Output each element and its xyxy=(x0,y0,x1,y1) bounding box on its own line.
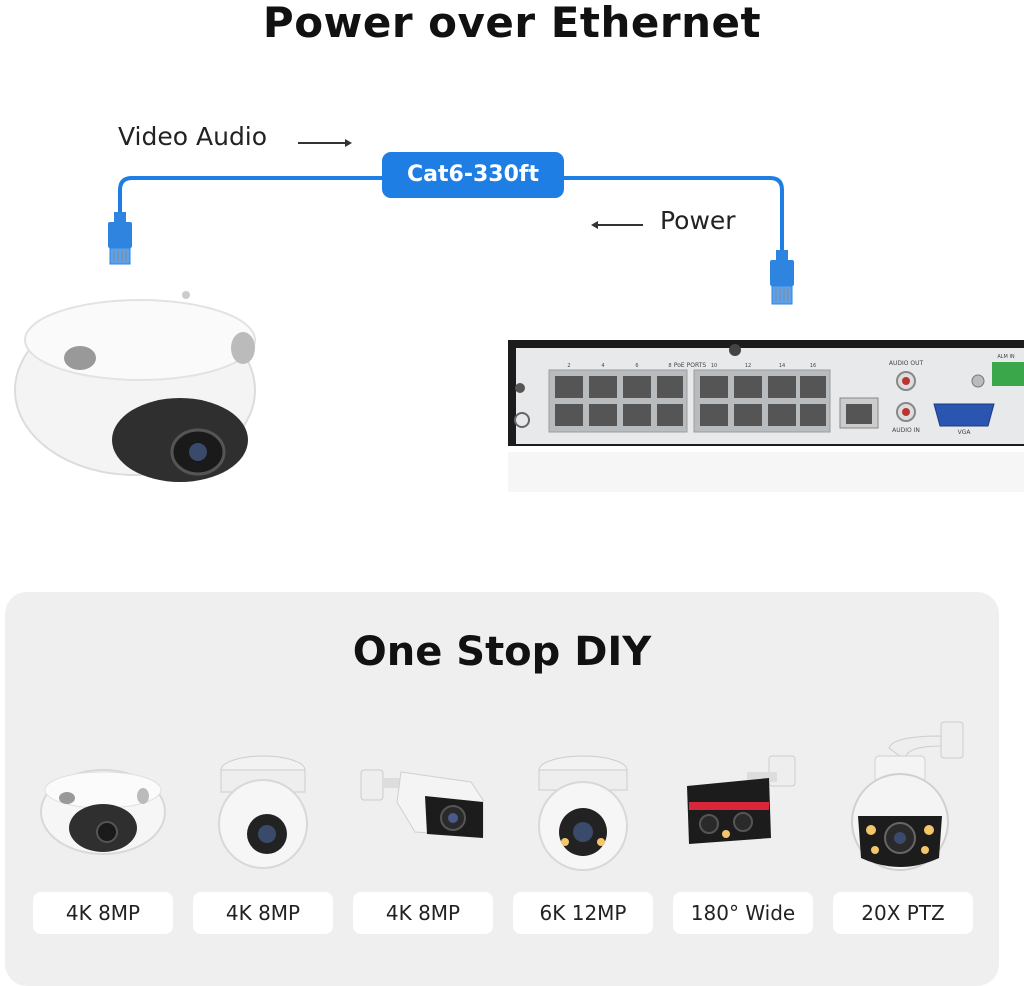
camera-spec-label: 4K 8MP xyxy=(33,892,173,934)
nvr-poe-ports-label: PoE PORTS xyxy=(674,362,707,369)
nvr-port-number: 10 xyxy=(711,363,717,369)
camera-spec-label: 20X PTZ xyxy=(833,892,973,934)
camera-spec-label: 4K 8MP xyxy=(353,892,493,934)
camera-spec-label: 6K 12MP xyxy=(513,892,653,934)
camera-spec-label: 180° Wide xyxy=(673,892,813,934)
ptz-camera-icon xyxy=(851,721,964,871)
camera-spec-label: 4K 8MP xyxy=(193,892,333,934)
nvr-audio-out-label: AUDIO OUT xyxy=(889,360,924,367)
nvr-port-number: 6 xyxy=(635,363,638,369)
nvr-port-number: 8 xyxy=(668,363,671,369)
poe-diagram: PoE PORTS 2 4 6 8 10 12 14 16 AUDIO OUT … xyxy=(0,90,1024,530)
camera-item xyxy=(353,742,493,882)
nvr-audio-in-label: AUDIO IN xyxy=(892,427,920,434)
nvr-port-number: 12 xyxy=(745,363,751,369)
nvr-port-number: 4 xyxy=(601,363,604,369)
arrow-right-icon xyxy=(298,139,352,147)
turret-eyeball-camera-icon xyxy=(218,755,308,869)
nvr-alarm-label: ALM IN xyxy=(997,354,1015,360)
ethernet-cable xyxy=(118,176,784,260)
dome-camera-icon xyxy=(14,291,256,482)
color-turret-camera-icon xyxy=(538,755,628,871)
arrow-left-icon xyxy=(591,221,643,229)
cable-spec-badge: Cat6-330ft xyxy=(382,152,564,198)
rj45-connector-icon xyxy=(108,212,132,265)
nvr-port-number: 16 xyxy=(810,363,816,369)
video-audio-label: Video Audio xyxy=(118,122,268,151)
camera-item xyxy=(833,712,973,882)
camera-item xyxy=(193,742,333,882)
page-title: Power over Ethernet xyxy=(262,0,762,47)
camera-lineup-panel: One Stop DIY 4K 8MP 4K 8MP xyxy=(5,592,999,986)
panel-title: One Stop DIY xyxy=(352,629,652,675)
nvr-port-number: 2 xyxy=(567,363,570,369)
nvr-recorder-icon xyxy=(508,340,1024,446)
dual-lens-camera-icon xyxy=(687,755,796,844)
nvr-vga-label: VGA xyxy=(958,429,972,436)
camera-item xyxy=(33,742,173,882)
turret-dome-camera-icon xyxy=(40,769,166,855)
bullet-camera-icon xyxy=(360,769,484,838)
camera-item xyxy=(513,742,653,882)
power-label: Power xyxy=(660,206,736,235)
camera-item xyxy=(673,742,813,882)
rj45-connector-icon xyxy=(770,250,794,305)
diagram-graphics: PoE PORTS 2 4 6 8 10 12 14 16 AUDIO OUT … xyxy=(14,139,1024,492)
nvr-port-number: 14 xyxy=(779,363,785,369)
